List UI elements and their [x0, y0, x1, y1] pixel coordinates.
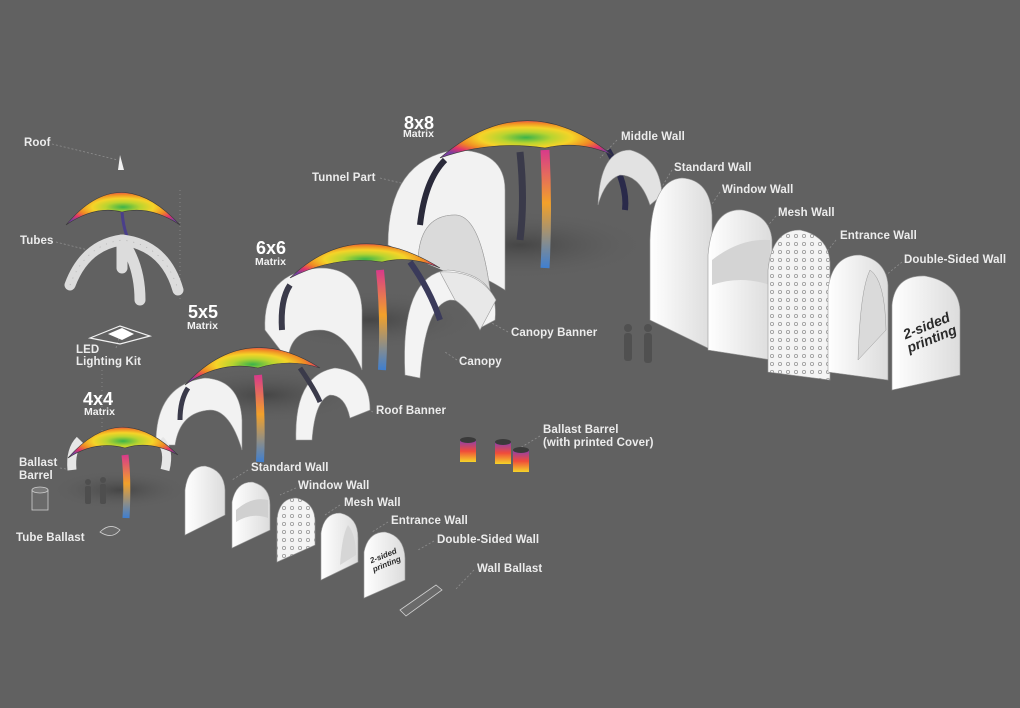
label-ballast-barrel-cover-2: (with printed Cover)	[543, 437, 654, 449]
exploded-tubes	[64, 234, 184, 306]
tent-4x4-matrix: Matrix	[84, 406, 115, 418]
tent-4x4	[50, 426, 190, 519]
label-roof: Roof	[24, 137, 51, 149]
tent-5x5	[155, 347, 371, 463]
tent-5x5-matrix: Matrix	[187, 320, 218, 332]
label-double-sided-wall-bottom: Double-Sided Wall	[437, 534, 540, 546]
ballast-barrel-plain	[31, 486, 49, 511]
walls-8x8	[624, 177, 961, 391]
label-ballast-barrel-2: Barrel	[19, 470, 53, 482]
tent-8x8-matrix: Matrix	[403, 128, 434, 140]
label-roof-banner: Roof Banner	[376, 405, 447, 417]
label-canopy: Canopy	[459, 356, 502, 368]
label-lighting-kit: Lighting Kit	[76, 356, 142, 368]
label-mesh-wall-bottom: Mesh Wall	[344, 497, 401, 509]
ballast-barrels-printed	[460, 437, 529, 472]
label-wall-ballast: Wall Ballast	[477, 563, 543, 575]
label-ballast-barrel: Ballast	[19, 457, 58, 469]
tent-8x8-size: 8x8	[404, 113, 435, 133]
label-entrance-wall-bottom: Entrance Wall	[391, 515, 468, 527]
tent-8x8	[387, 120, 663, 291]
label-mesh-wall-top: Mesh Wall	[778, 207, 835, 219]
label-standard-wall-top: Standard Wall	[674, 162, 752, 174]
label-ballast-barrel-cover: Ballast Barrel	[543, 424, 619, 436]
label-middle-wall: Middle Wall	[621, 131, 685, 143]
tube-ballast	[99, 526, 121, 536]
led-lighting-kit	[87, 325, 153, 345]
label-standard-wall-bottom: Standard Wall	[251, 462, 329, 474]
tent-6x6-matrix: Matrix	[255, 256, 286, 268]
label-window-wall-bottom: Window Wall	[298, 480, 370, 492]
label-canopy-banner: Canopy Banner	[511, 327, 598, 339]
label-tunnel-part: Tunnel Part	[312, 172, 376, 184]
tent-5x5-size: 5x5	[188, 302, 219, 322]
tent-6x6	[260, 243, 497, 379]
label-tubes: Tubes	[20, 235, 54, 247]
tent-4x4-size: 4x4	[83, 389, 114, 409]
tent-6x6-size: 6x6	[256, 238, 287, 258]
label-window-wall-top: Window Wall	[722, 184, 794, 196]
label-entrance-wall-top: Entrance Wall	[840, 230, 917, 242]
exploded-roof	[65, 155, 181, 246]
walls-4x4	[184, 465, 443, 617]
label-tube-ballast: Tube Ballast	[16, 532, 85, 544]
label-led: LED	[76, 344, 100, 356]
label-double-sided-wall-top: Double-Sided Wall	[904, 254, 1007, 266]
